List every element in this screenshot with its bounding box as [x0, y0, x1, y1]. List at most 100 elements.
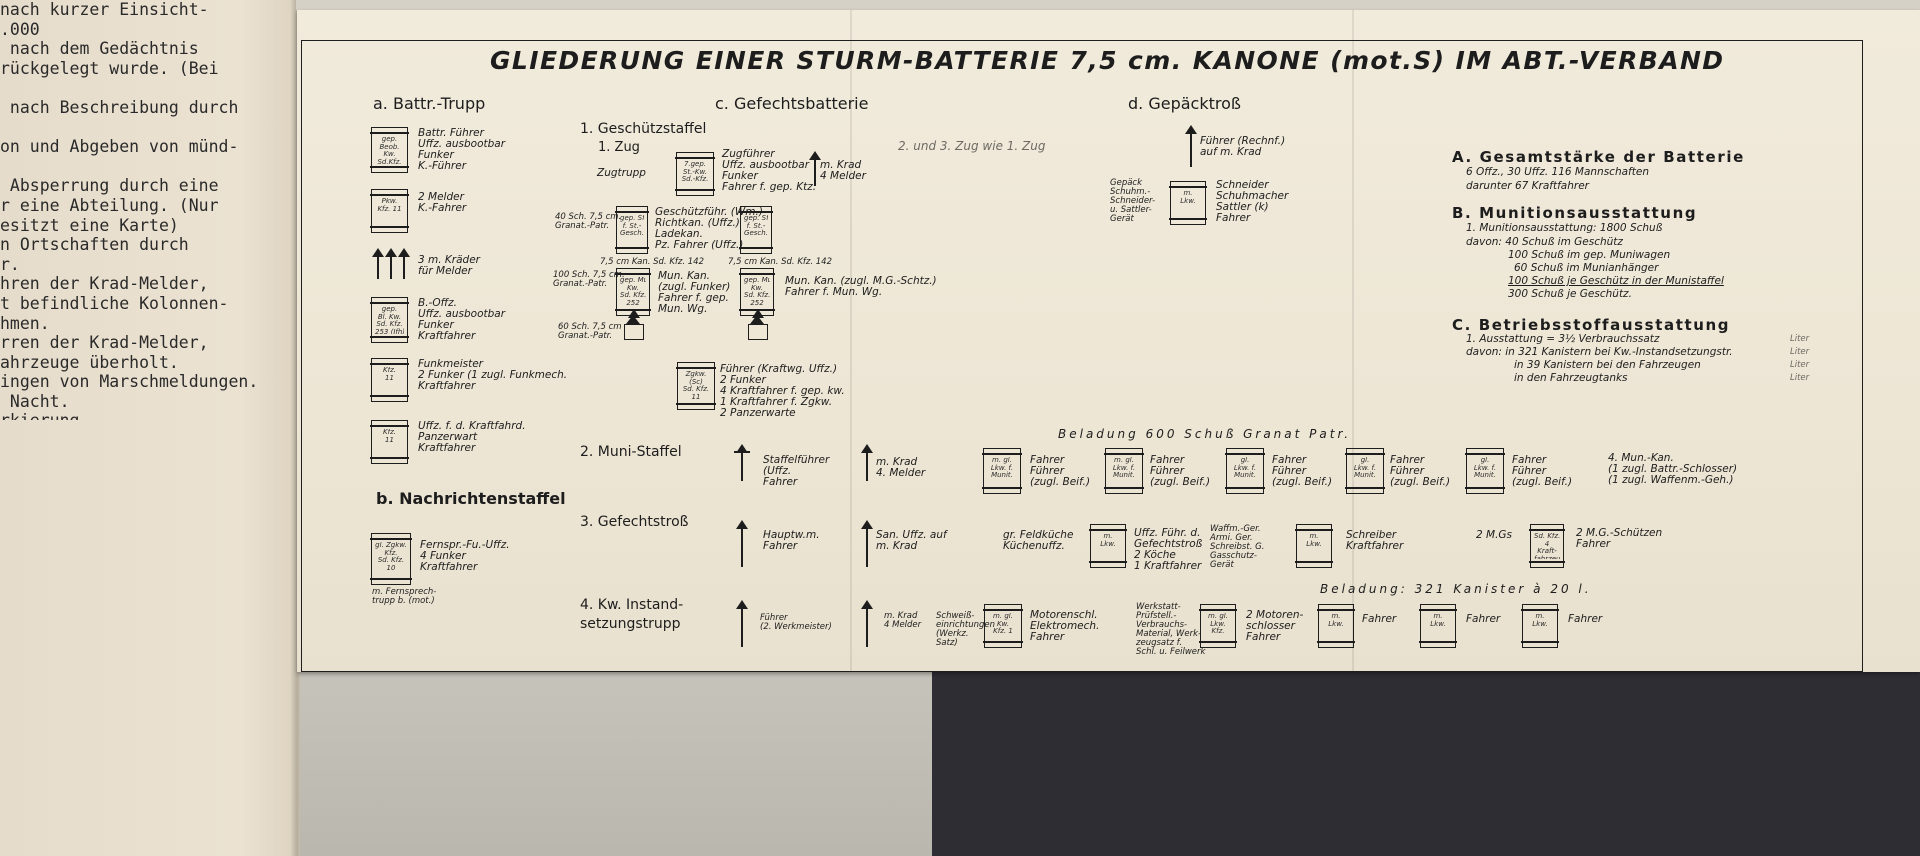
vehicle-melder-pkw: Pkw. Kfz. 11 — [370, 189, 409, 233]
krad-arrow-icon — [1185, 125, 1197, 167]
hauptwm-text: Hauptw.m. Fahrer — [763, 529, 820, 552]
vehicle-gefechtstross-lkw-2: m. Lkw. — [1295, 524, 1333, 568]
vehicle-label: gl. Zgkw. Kfz. Sd. Kfz. 10 — [375, 542, 407, 572]
vehicle-zgkw: Zgkw. (Sc) Sd. Kfz. 11 — [676, 362, 716, 410]
typed-line: esitzt eine Karte) — [0, 215, 179, 235]
melder-text: 2 Melder K.-Fahrer — [418, 191, 467, 214]
nachrichten-note: m. Fernsprech- trupp b. (mot.) — [372, 587, 437, 606]
typed-line: .000 — [0, 19, 40, 39]
vehicle-gepaeck: m. Lkw. — [1169, 181, 1207, 225]
vehicle-label: m. Lkw. — [1430, 613, 1446, 628]
b-offz-text: B.-Offz. Uffz. ausbootbar Funker Kraftfa… — [418, 297, 506, 342]
vehicle-zugfuehrer: 7.gep. St.-Kw. Sd.-Kfz. — [675, 152, 715, 196]
vehicle-label: gep. Sfl. f. St.- Gesch. — [620, 215, 644, 238]
uffz-kraftfahrd-text: Uffz. f. d. Kraftfahrd. Panzerwart Kraft… — [418, 420, 526, 454]
vehicle-instand-2: m. gl. Lkw. Kfz. — [1199, 604, 1237, 648]
vehicle-gefechtstross-mg: Sd. Kfz. 4 Kraft- fahrzeug — [1529, 524, 1565, 568]
muni-beladung-label: Beladung 600 Schuß Granat Patr. — [1058, 427, 1352, 441]
typed-line — [0, 157, 300, 177]
krad-arrow-icon — [861, 600, 873, 647]
mun-ammo-text: 100 Sch. 7,5 cm. Granat.-Patr. — [553, 270, 625, 289]
funkmeister-text: Funkmeister 2 Funker (1 zugl. Funkmech. … — [418, 358, 568, 392]
unit-liter-1: Liter — [1790, 334, 1810, 344]
zgkw-crew-text: Führer (Kraftwg. Uffz.) 2 Funker 4 Kraft… — [720, 363, 845, 419]
trailer-right-icon — [748, 315, 768, 340]
vehicle-instand-4: m. Lkw. — [1419, 604, 1457, 648]
vehicle-battr-fuehrer: gep. Beob. Kw. Sd.Kfz. — [370, 127, 409, 173]
mun-crew-right-text: Mun. Kan. (zugl. M.G.-Schtz.) Fahrer f. … — [785, 275, 937, 298]
vehicle-muni-truck-3: gl. Lkw. f. Munit. — [1225, 448, 1265, 494]
vehicle-uffz-kraftfahrd: Kfz. 11 — [370, 420, 409, 464]
summary-b-line-3: 100 Schuß im gep. Muniwagen — [1508, 249, 1671, 261]
vehicle-label: m. Lkw. — [1532, 613, 1548, 628]
vehicle-muni-truck-4: gl. Lkw. f. Munit. — [1345, 448, 1385, 494]
staffel-4-header: 4. Kw. Instand- setzungstrupp — [580, 597, 684, 632]
zug-1-label: 1. Zug — [598, 140, 640, 155]
vehicle-label: 7.gep. St.-Kw. Sd.-Kfz. — [681, 161, 709, 184]
vehicle-label: gl. Lkw. f. Munit. — [1353, 457, 1377, 480]
waffen-geraet-text: Waffm.-Ger. Armi. Ger. Schreibst. G. Gas… — [1210, 524, 1265, 570]
unit-liter-2: Liter — [1790, 347, 1810, 357]
mgs-label: 2 M.Gs — [1476, 529, 1513, 541]
typed-text-block: nach kurzer Einsicht-.000 nach dem Gedäc… — [0, 0, 300, 420]
typed-line: hren der Krad-Melder, — [0, 274, 209, 294]
instand-2-text: 2 Motoren- schlosser Fahrer — [1246, 609, 1304, 643]
krad-arrow-icon — [809, 151, 821, 186]
krad-arrow-icon — [372, 248, 384, 279]
section-c-header: c. Gefechtsbatterie — [715, 94, 869, 113]
vehicle-label: Zgkw. (Sc) Sd. Kfz. 11 — [682, 371, 710, 401]
vehicle-label: Pkw. Kfz. 11 — [377, 198, 402, 213]
vehicle-label: m. Lkw. — [1180, 190, 1196, 205]
summary-a-line-1: 6 Offz., 30 Uffz. 116 Mannschaften — [1466, 166, 1649, 178]
nachrichten-text: Fernspr.-Fu.-Uffz. 4 Funker Kraftfahrer — [420, 539, 510, 573]
schweiss-text: Schweiß- einrichtungen (Werkz. Satz) — [936, 611, 996, 648]
muni-truck-1-text: Fahrer Führer (zugl. Beif.) — [1030, 454, 1091, 488]
left-page: nach kurzer Einsicht-.000 nach dem Gedäc… — [0, 0, 300, 856]
gefechtstross-fuehrer-text: Uffz. Führ. d. Gefechtstroß 2 Köche 1 Kr… — [1134, 527, 1203, 572]
vehicle-label: gep. Mun. Kw. Sd. Kfz. 252 — [620, 277, 646, 307]
instand-krad-text: m. Krad 4 Melder — [884, 611, 922, 630]
typed-line: on und Abgeben von münd- — [0, 137, 239, 157]
summary-a-line-2: darunter 67 Kraftfahrer — [1466, 180, 1589, 192]
vehicle-label: m. gl. Lkw. Kfz. — [1208, 613, 1228, 636]
gesch-ammo-text: 40 Sch. 7,5 cm. Granat.-Patr. — [555, 212, 622, 231]
vehicle-muni-truck-5: gl. Lkw. f. Munit. — [1465, 448, 1505, 494]
summary-b-line-2: davon: 40 Schuß im Geschütz — [1466, 236, 1623, 248]
instand-fuehrer-text: Führer (2. Werkmeister) — [760, 613, 832, 632]
muni-krad-text: m. Krad 4. Melder — [876, 456, 926, 479]
geschuetz-type-left: 7,5 cm Kan. Sd. Kfz. 142 — [600, 257, 704, 267]
vehicle-label: gep. Sfl. f. St.- Gesch. — [744, 215, 768, 238]
typed-line: hmen. — [0, 313, 50, 333]
muni-truck-4-text: Fahrer Führer (zugl. Beif.) — [1390, 454, 1451, 488]
vehicle-instand-5: m. Lkw. — [1521, 604, 1559, 648]
sheet-fold-1 — [850, 10, 852, 672]
top-paper-strip — [296, 0, 1920, 10]
battr-fuehrer-text: Battr. Führer Uffz. ausbootbar Funker K.… — [418, 127, 506, 172]
chart-frame — [301, 40, 1863, 672]
sheet-fold-2 — [1352, 10, 1354, 672]
staffelfuehrer-arrow-icon — [736, 444, 748, 481]
unit-liter-3: Liter — [1790, 360, 1810, 370]
krad-arrow-icon — [398, 248, 410, 279]
vehicle-label: m. gl. Lkw. f. Munit. — [1112, 457, 1136, 480]
section-d-header: d. Gepäcktroß — [1128, 94, 1241, 113]
vehicle-instand-1: m. gl. Kw. Kfz. 1 — [983, 604, 1023, 648]
vehicle-instand-3: m. Lkw. — [1317, 604, 1355, 648]
trailer-left-icon — [624, 315, 644, 340]
mun-kan-text: 4. Mun.-Kan. (1 zugl. Battr.-Schlosser) … — [1608, 452, 1738, 486]
instand-4-text: Fahrer — [1466, 613, 1501, 625]
krad-arrow-icon — [736, 600, 748, 647]
krad-arrow-icon — [385, 248, 397, 279]
summary-b-line-1: 1. Munitionsausstattung: 1800 Schuß — [1466, 222, 1663, 234]
muni-truck-2-text: Fahrer Führer (zugl. Beif.) — [1150, 454, 1211, 488]
trailer-ammo-text: 60 Sch. 7,5 cm Granat.-Patr. — [558, 322, 622, 341]
section-b-header: b. Nachrichtenstaffel — [376, 489, 566, 508]
summary-c-line-1: 1. Ausstattung = 3½ Verbrauchssatz — [1466, 333, 1660, 345]
typed-line: ingen von Marschmeldungen. — [0, 372, 259, 392]
vehicle-gefechtstross-lkw-1: m. Lkw. — [1089, 524, 1127, 568]
instand-3-text: Fahrer — [1362, 613, 1397, 625]
vehicle-label: m. Lkw. — [1306, 533, 1322, 548]
san-uffz-text: San. Uffz. auf m. Krad — [876, 529, 947, 552]
vehicle-b-offz: gep. Bl. Kw. Sd. Kfz. 253 (Ifh) — [370, 297, 409, 343]
krad-arrow-icon — [861, 444, 873, 481]
